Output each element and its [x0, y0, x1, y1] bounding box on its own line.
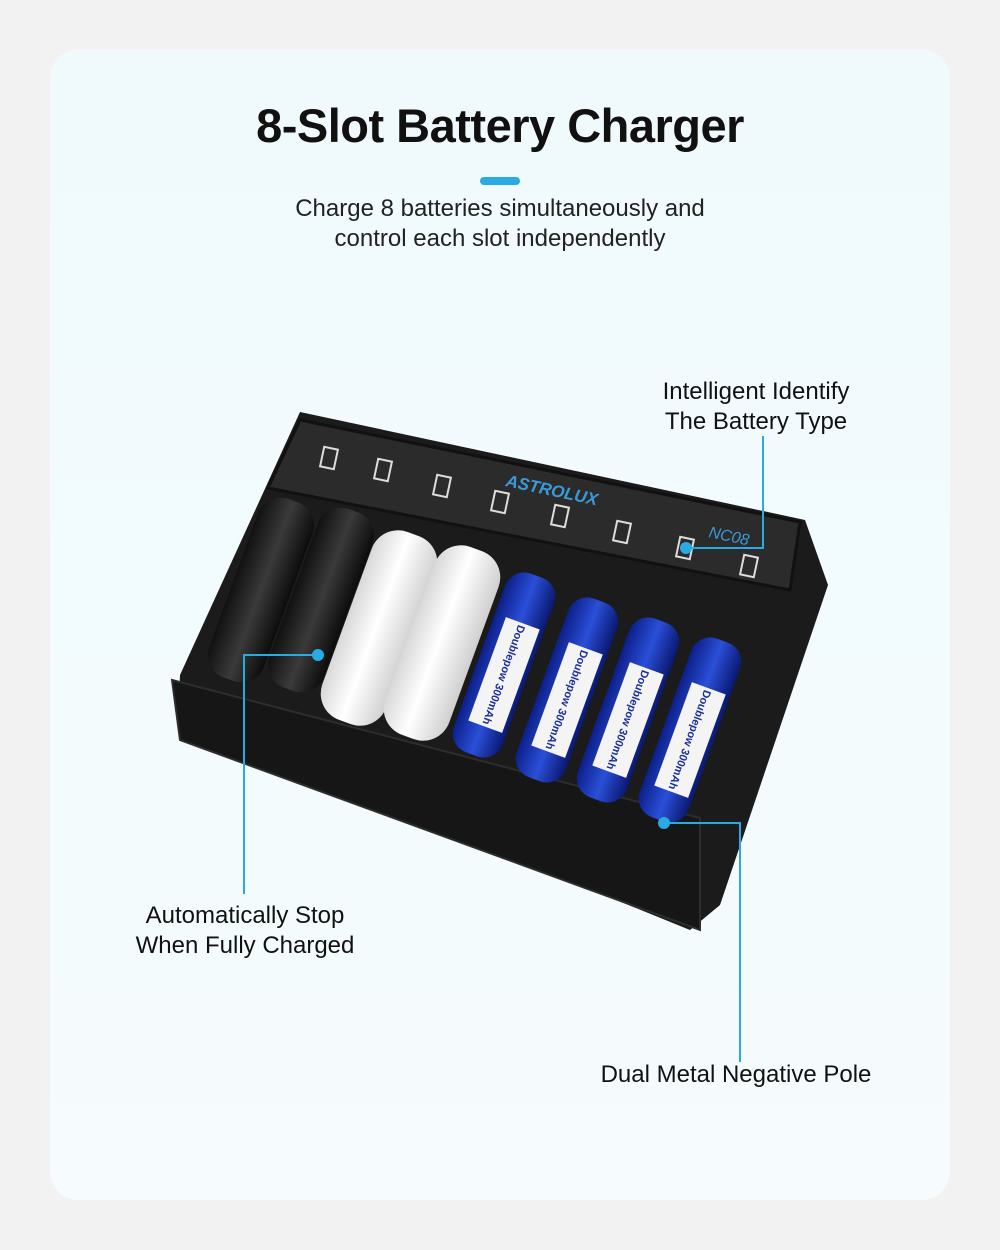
callout-dot	[312, 649, 324, 661]
callout-dot	[680, 542, 692, 554]
battery-indicator-icon	[489, 489, 511, 515]
callout-dot	[658, 817, 670, 829]
battery-indicator-icon	[738, 553, 760, 579]
subtitle: Charge 8 batteries simultaneously and co…	[0, 194, 1000, 254]
battery-indicator-icon	[318, 445, 340, 471]
battery-indicator-icon	[372, 457, 394, 483]
callout-negative-pole: Dual Metal Negative Pole	[600, 1061, 872, 1088]
battery-black	[208, 497, 314, 683]
battery-white	[383, 545, 501, 741]
page-title: 8-Slot Battery Charger	[256, 99, 744, 152]
accent-divider	[480, 177, 520, 185]
slot-indicator-icons	[318, 445, 760, 579]
battery-white	[320, 530, 438, 726]
callout-text: The Battery Type	[664, 408, 848, 435]
callout-text: When Fully Charged	[135, 932, 355, 959]
callout-line-identify	[686, 436, 764, 549]
callout-autostop: Automatically Stop When Fully Charged	[100, 901, 390, 961]
battery-indicator-icon	[611, 519, 633, 545]
callout-line-negative-pole	[664, 822, 741, 1062]
callout-line-autostop	[243, 654, 318, 894]
callout-lines	[243, 436, 764, 1062]
subtitle-line: control each slot independently	[334, 225, 666, 252]
battery-indicator-icon	[549, 503, 571, 529]
callout-text: Intelligent Identify	[662, 378, 850, 405]
battery-black	[268, 507, 374, 693]
subtitle-line: Charge 8 batteries simultaneously and	[295, 195, 705, 222]
charger-top-panel	[265, 418, 802, 592]
battery-indicator-icon	[674, 535, 696, 561]
batteries: Doublepow 300mAh Doublepow 300mAh Double…	[208, 497, 742, 823]
callout-identify: Intelligent Identify The Battery Type	[620, 377, 892, 437]
callout-text: Automatically Stop	[145, 902, 345, 929]
battery-indicator-icon	[431, 473, 453, 499]
